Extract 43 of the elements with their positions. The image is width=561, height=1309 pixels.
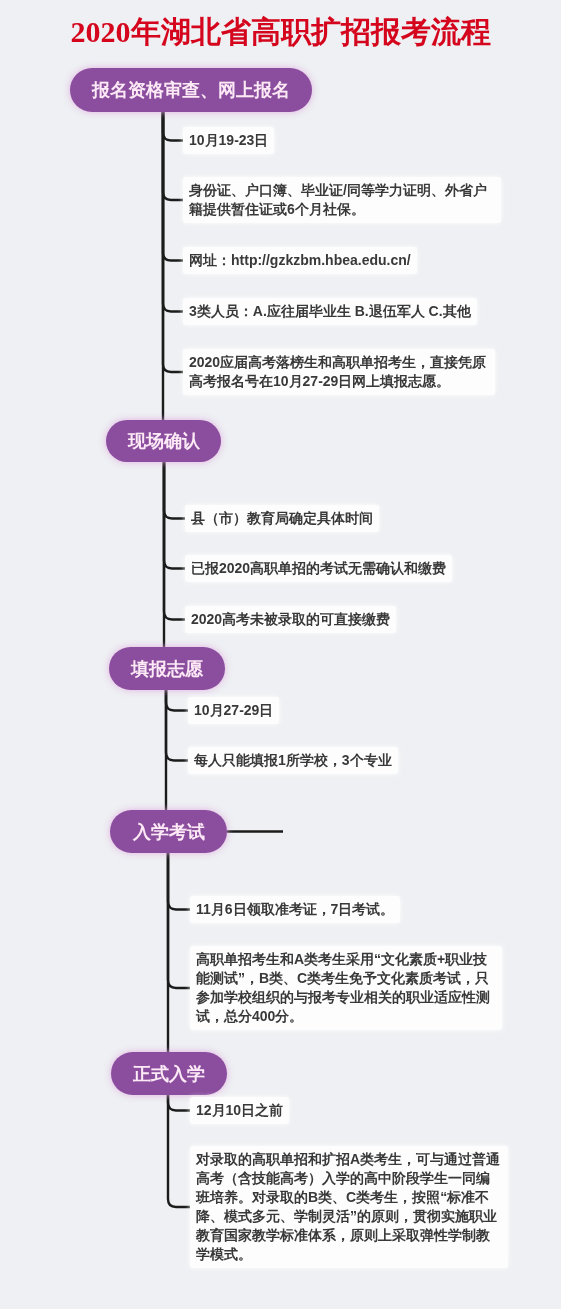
stage-pill xyxy=(111,1052,227,1095)
note-card xyxy=(185,555,453,582)
connector-line xyxy=(164,690,168,810)
note-text: 对录取的高职单招和扩招A类考生，可与通过普通高考（含技能高考）入学的高中阶段学生一同编班培养。对录取的B类、C类考生，按照“标准不降、模式多元、学制灵活”的原则，贯彻实施职业教育国家教学标准体系，原则上采取弹性学制教学模式。 xyxy=(196,1150,502,1264)
note-card xyxy=(183,298,477,325)
stage-label: 报名资格审查、网上报名 xyxy=(92,79,290,101)
note-text: 10月27-29日 xyxy=(194,701,274,720)
note-text: 2020高考未被录取的可直接缴费 xyxy=(191,610,391,629)
note-text: 县（市）教育局确定具体时间 xyxy=(191,509,373,528)
note-card xyxy=(183,127,275,154)
note-text: 每人只能填报1所学校，3个专业 xyxy=(194,751,392,770)
stage-label: 正式入学 xyxy=(133,1062,205,1085)
diagram-title: 2020年湖北省高职扩招报考流程 xyxy=(70,14,491,50)
note-card xyxy=(188,697,280,724)
note-card xyxy=(190,1097,290,1124)
stage-label: 入学考试 xyxy=(132,820,205,843)
note-text: 11月6日领取准考证，7日考试。 xyxy=(196,900,395,919)
note-text: 10月19-23日 xyxy=(189,131,269,150)
note-card xyxy=(185,505,379,532)
note-card xyxy=(188,747,398,774)
note-card xyxy=(185,606,397,633)
note-card xyxy=(190,896,401,923)
note-text: 12月10日之前 xyxy=(196,1101,284,1120)
stage-pill xyxy=(109,647,225,690)
stage-pill xyxy=(106,420,221,462)
note-text: 3类人员：A.应往届毕业生 B.退伍军人 C.其他 xyxy=(189,302,471,321)
stage-pill xyxy=(110,810,227,853)
note-card xyxy=(183,247,417,274)
note-card xyxy=(183,177,501,223)
note-text: 网址：http://gzkzbm.hbea.edu.cn/ xyxy=(189,251,411,270)
note-text: 高职单招考生和A类考生采用“文化素质+职业技能测试”，B类、C类考生免予文化素质考试，只参加学校组织的与报考专业相关的职业适应性测试，总分400分。 xyxy=(196,950,491,1026)
note-card xyxy=(183,349,495,395)
note-text: 已报2020高职单招的考试无需确认和缴费 xyxy=(191,559,447,578)
connector-line xyxy=(162,462,166,647)
stage-pill xyxy=(70,68,312,112)
connector-line xyxy=(166,853,170,1052)
note-text: 身份证、户口簿、毕业证/同等学力证明、外省户籍提供暂住证或6个月社保。 xyxy=(189,181,488,219)
stage-label: 填报志愿 xyxy=(131,657,203,680)
connector-line xyxy=(166,1095,190,1209)
note-text: 2020应届高考落榜生和高职单招考生，直接凭原高考报名号在10月27-29日网上填报志愿。 xyxy=(189,353,488,391)
connector-line xyxy=(227,830,283,833)
connector-line xyxy=(161,112,165,420)
stage-label: 现场确认 xyxy=(127,430,200,452)
